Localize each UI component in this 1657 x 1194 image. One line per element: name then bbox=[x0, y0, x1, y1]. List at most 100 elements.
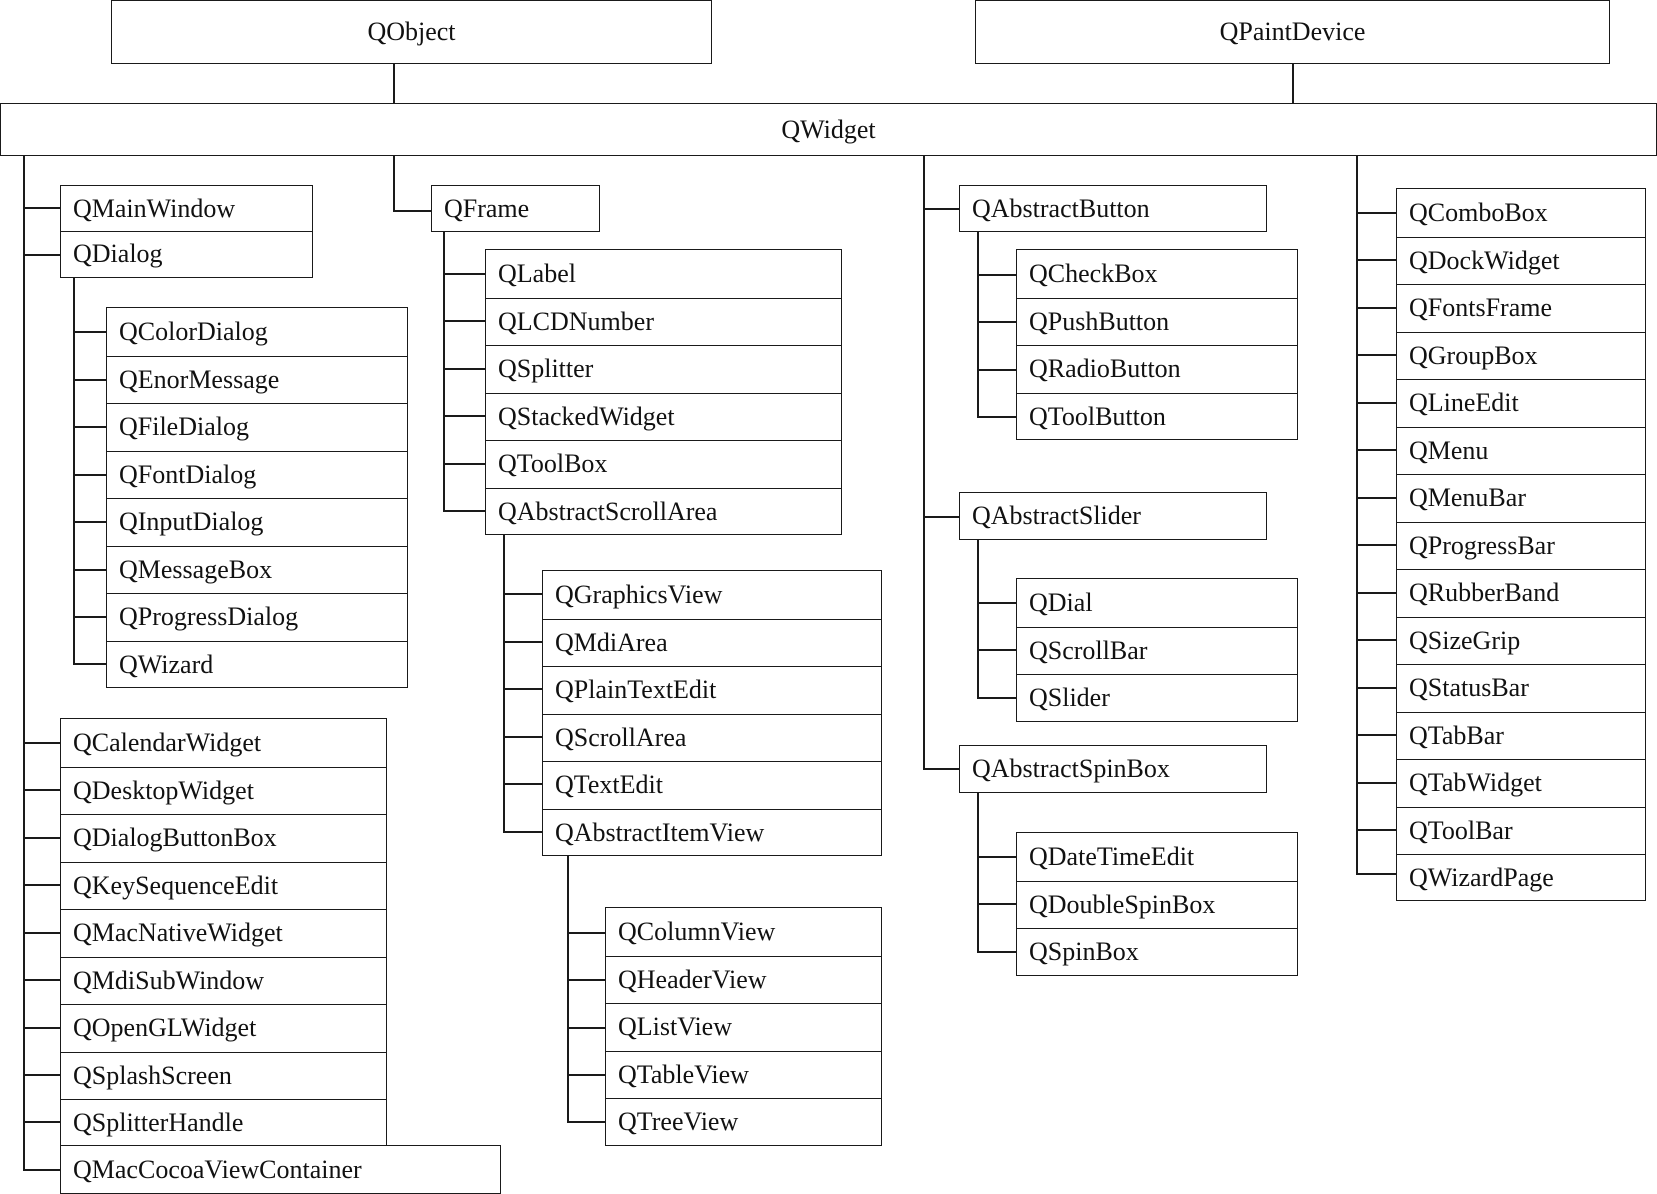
connector-line bbox=[73, 331, 107, 333]
class-box-dialog: QEnorMessage bbox=[107, 355, 407, 404]
class-group-spinboxes: QDateTimeEdit QDoubleSpinBox QSpinBox bbox=[1016, 832, 1298, 976]
class-box-widget: QMenuBar bbox=[1397, 474, 1645, 522]
connector-line bbox=[1356, 307, 1396, 309]
class-box-scrollarea: QGraphicsView bbox=[555, 579, 723, 609]
connector-line bbox=[567, 932, 607, 934]
connector-line bbox=[977, 602, 1017, 604]
connector-line bbox=[1356, 497, 1396, 499]
class-box-qobject: QObject bbox=[111, 0, 712, 64]
class-box-button: QPushButton bbox=[1017, 297, 1297, 346]
class-box-scrollarea: QTextEdit bbox=[543, 761, 881, 809]
connector-line bbox=[443, 232, 445, 510]
connector-line bbox=[977, 231, 979, 416]
class-box-itemview: QColumnView bbox=[618, 916, 776, 946]
class-box-widget: QTabWidget bbox=[1397, 759, 1645, 807]
class-box-slider: QDial bbox=[1029, 587, 1093, 617]
connector-line bbox=[73, 663, 107, 665]
connector-line bbox=[977, 649, 1017, 651]
connector-line bbox=[1356, 212, 1396, 214]
connector-line bbox=[503, 831, 543, 833]
class-box-scrollarea: QScrollArea bbox=[543, 713, 881, 762]
connector-line bbox=[23, 979, 61, 981]
connector-line bbox=[977, 369, 1017, 371]
connector-line bbox=[1356, 154, 1358, 873]
connector-line bbox=[923, 516, 960, 518]
class-box-widget: QWizardPage bbox=[1397, 854, 1645, 902]
class-box-dialog: QColorDialog bbox=[119, 316, 268, 346]
connector-line bbox=[23, 207, 61, 209]
connector-line bbox=[503, 641, 543, 643]
class-box-widget: QTabBar bbox=[1397, 711, 1645, 760]
class-box-itemview: QListView bbox=[606, 1003, 881, 1051]
connector-line bbox=[503, 783, 543, 785]
class-box-button: QRadioButton bbox=[1017, 345, 1297, 393]
class-box-widget: QSplashScreen bbox=[61, 1051, 386, 1100]
class-box-itemview: QHeaderView bbox=[606, 955, 881, 1004]
connector-line bbox=[23, 742, 61, 744]
connector-line bbox=[23, 1074, 61, 1076]
class-box-widget: QKeySequenceEdit bbox=[61, 861, 386, 910]
connector-line bbox=[73, 426, 107, 428]
connector-line bbox=[1356, 734, 1396, 736]
connector-line bbox=[23, 789, 61, 791]
connector-line bbox=[23, 837, 61, 839]
class-box-widget: QMenu bbox=[1397, 426, 1645, 475]
class-box-qpaintdevice: QPaintDevice bbox=[975, 0, 1610, 64]
connector-line bbox=[23, 1169, 61, 1171]
class-box-dialog: QFontDialog bbox=[107, 450, 407, 499]
class-box-qframe: QFrame bbox=[431, 185, 600, 232]
class-box-frame: QLabel bbox=[498, 258, 576, 288]
connector-line bbox=[1356, 259, 1396, 261]
class-box-slider: QSlider bbox=[1017, 674, 1297, 722]
class-box-spinbox: QSpinBox bbox=[1017, 928, 1297, 976]
connector-line bbox=[503, 688, 543, 690]
connector-line bbox=[503, 535, 505, 831]
class-box-dialog: QWizard bbox=[107, 640, 407, 689]
class-box-widget: QSizeGrip bbox=[1397, 616, 1645, 665]
connector-line bbox=[73, 379, 107, 381]
class-box-widget: QSplitterHandle bbox=[61, 1099, 386, 1147]
class-box-widget: QRubberBand bbox=[1397, 569, 1645, 617]
connector-line bbox=[393, 62, 395, 103]
connector-line bbox=[977, 697, 1017, 699]
class-group-scrollareas: QGraphicsView QMdiArea QPlainTextEdit QS… bbox=[542, 570, 882, 856]
class-box-frame: QStackedWidget bbox=[486, 392, 841, 441]
class-box-widget: QDialogButtonBox bbox=[61, 814, 386, 862]
connector-line bbox=[1356, 639, 1396, 641]
class-box-dialog: QInputDialog bbox=[107, 498, 407, 546]
class-group-widgets-col1: QCalendarWidget QDesktopWidget QDialogBu… bbox=[60, 718, 387, 1147]
class-box-widget: QDesktopWidget bbox=[61, 766, 386, 815]
class-group-buttons: QCheckBox QPushButton QRadioButton QTool… bbox=[1016, 249, 1298, 440]
class-box-qabstractslider: QAbstractSlider bbox=[959, 492, 1267, 540]
connector-line bbox=[503, 736, 543, 738]
class-box-widget: QDockWidget bbox=[1397, 236, 1645, 285]
connector-line bbox=[443, 273, 486, 275]
connector-line bbox=[1356, 782, 1396, 784]
class-box-button: QToolButton bbox=[1017, 392, 1297, 441]
class-box-frame: QToolBox bbox=[486, 440, 841, 488]
connector-line bbox=[1356, 402, 1396, 404]
class-box-widget: QStatusBar bbox=[1397, 664, 1645, 712]
connector-line bbox=[1356, 687, 1396, 689]
class-box-button: QCheckBox bbox=[1029, 258, 1158, 288]
class-box-scrollarea: QAbstractItemView bbox=[543, 808, 881, 857]
class-box-qmaccocoaviewcontainer: QMacCocoaViewContainer bbox=[60, 1145, 501, 1194]
class-box-widget: QGroupBox bbox=[1397, 331, 1645, 380]
connector-line bbox=[503, 593, 543, 595]
class-box-widget: QMacNativeWidget bbox=[61, 909, 386, 957]
connector-line bbox=[73, 521, 107, 523]
connector-line bbox=[567, 1027, 607, 1029]
connector-line bbox=[443, 415, 486, 417]
class-group-dialogs: QColorDialog QEnorMessage QFileDialog QF… bbox=[106, 307, 408, 688]
class-group-qmainwindow-qdialog: QMainWindow QDialog bbox=[60, 185, 313, 278]
connector-line bbox=[1292, 62, 1294, 103]
class-box-widget: QProgressBar bbox=[1397, 521, 1645, 570]
connector-line bbox=[73, 277, 75, 663]
connector-line bbox=[443, 320, 486, 322]
connector-line bbox=[977, 951, 1017, 953]
connector-line bbox=[1356, 873, 1396, 875]
class-box-scrollarea: QMdiArea bbox=[543, 618, 881, 667]
connector-line bbox=[567, 1121, 607, 1123]
class-box-itemview: QTableView bbox=[606, 1050, 881, 1099]
